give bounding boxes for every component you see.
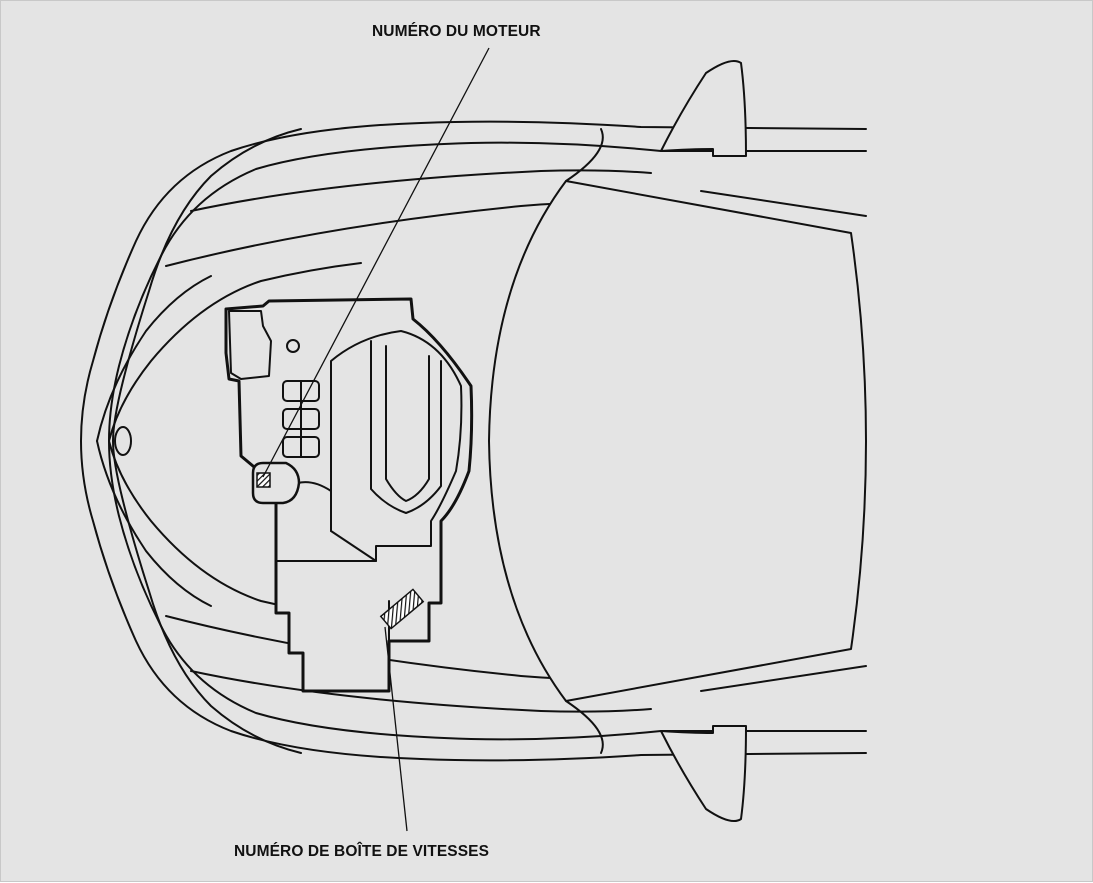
windshield bbox=[488, 180, 867, 702]
a-pillar-bottom bbox=[565, 700, 604, 754]
intake-box bbox=[228, 310, 272, 380]
roof-edge-top bbox=[700, 190, 867, 217]
engine-number-leader bbox=[262, 47, 490, 478]
nose-line-4 bbox=[96, 275, 212, 442]
engine-number-mark bbox=[256, 472, 271, 488]
hood-line-lower-1 bbox=[190, 670, 652, 713]
transmission-number-mark bbox=[379, 588, 425, 630]
transmission-number-leader bbox=[384, 626, 408, 832]
engine-number-label: NUMÉRO DU MOTEUR bbox=[372, 23, 541, 40]
roof-edge-bottom bbox=[700, 665, 867, 692]
nose-line-5 bbox=[96, 440, 212, 607]
engine-cover-v bbox=[385, 345, 430, 502]
engine-cover-inner bbox=[370, 340, 442, 514]
mirror-bottom bbox=[660, 725, 747, 822]
nose-line-2 bbox=[108, 262, 362, 442]
engine-cover bbox=[330, 330, 463, 562]
nose-line-1 bbox=[112, 128, 302, 754]
intake-cap bbox=[286, 339, 300, 353]
hood-line-upper-1 bbox=[190, 169, 652, 212]
front-emblem bbox=[114, 426, 132, 456]
mirror-top bbox=[660, 60, 747, 157]
car-body-outline bbox=[80, 120, 867, 762]
a-pillar-top bbox=[565, 128, 604, 182]
transmission-number-label: NUMÉRO DE BOÎTE DE VITESSES bbox=[234, 843, 490, 860]
